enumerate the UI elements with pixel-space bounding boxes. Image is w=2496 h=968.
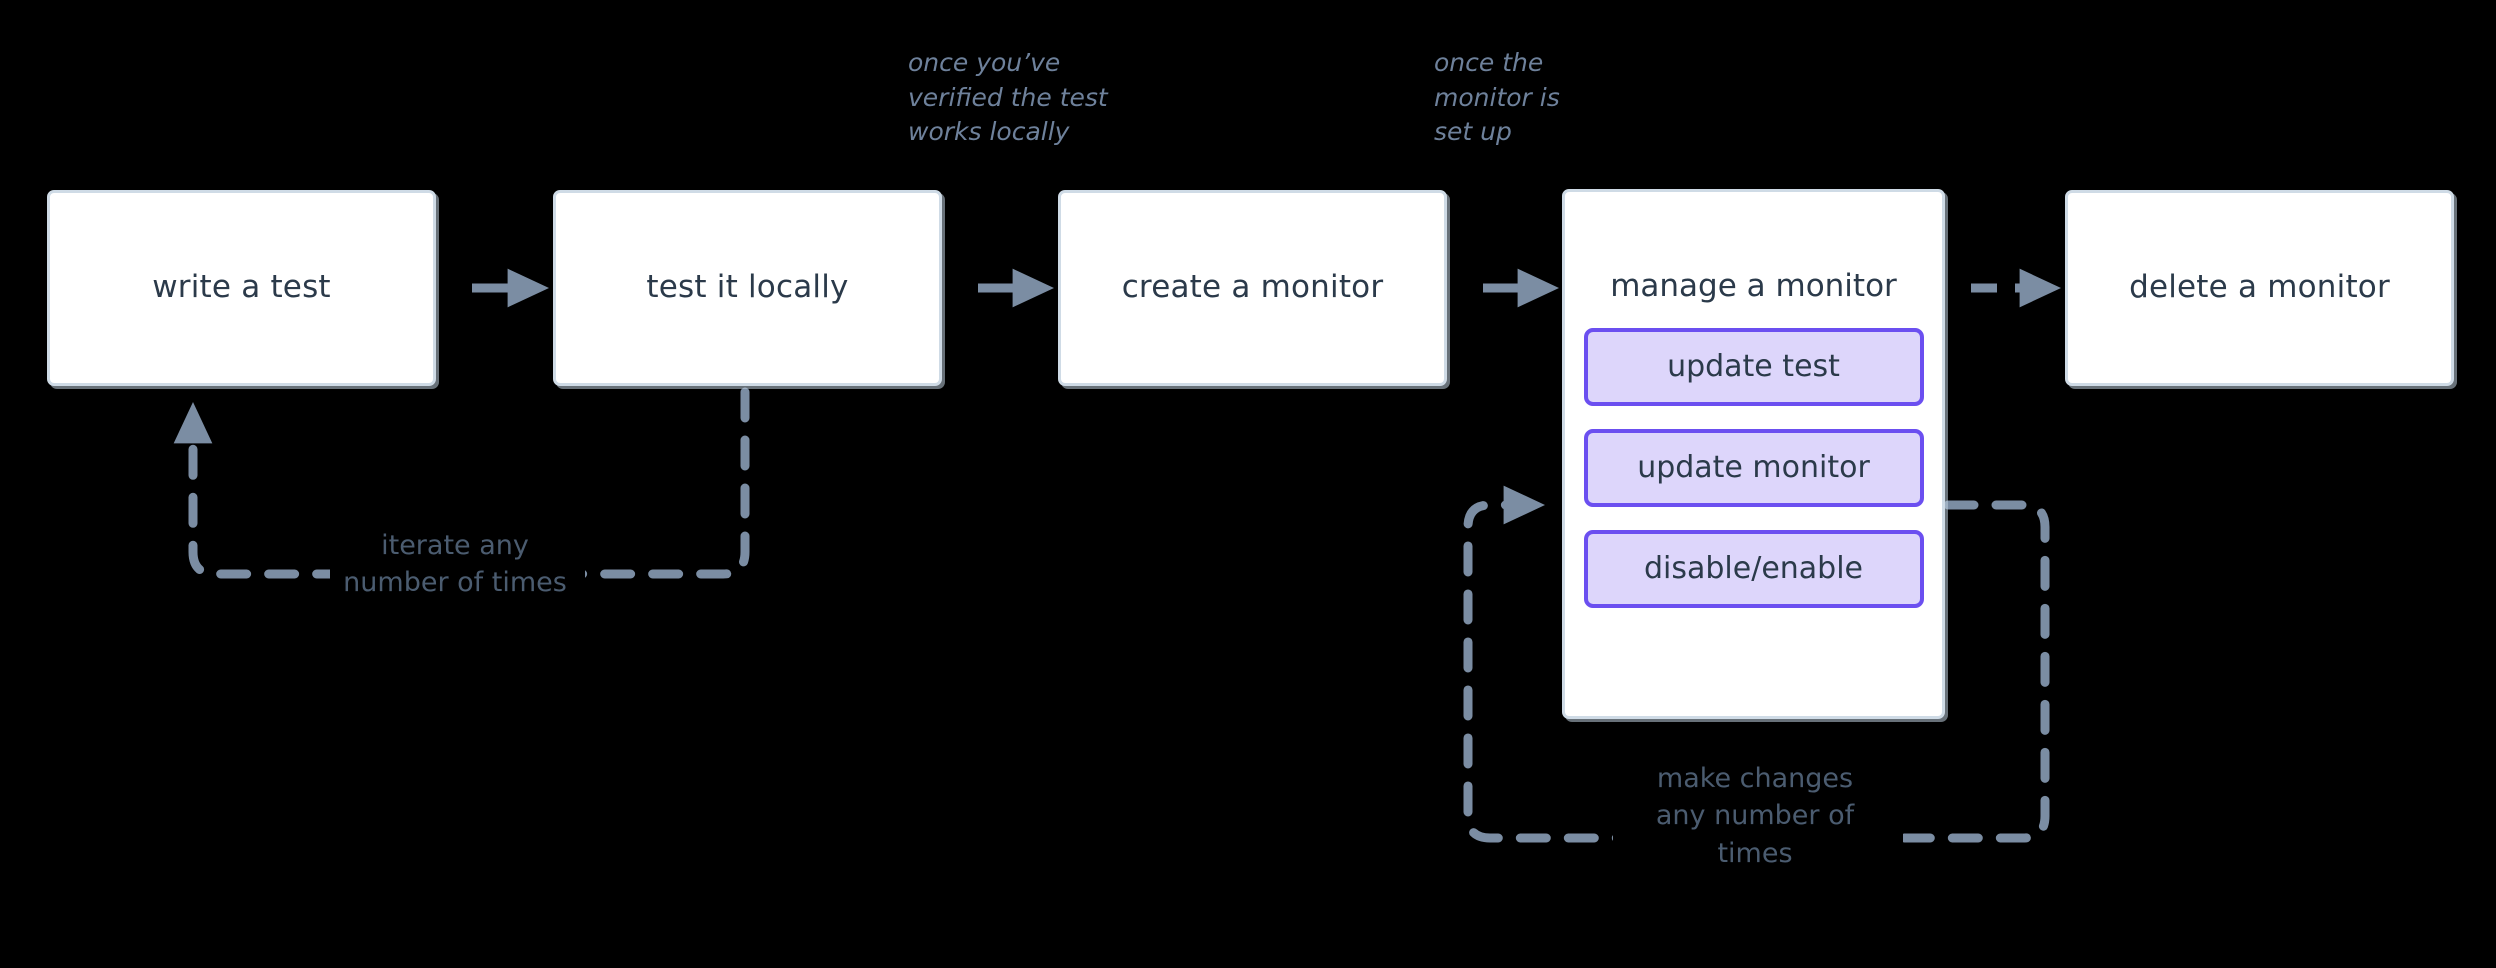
node-create-a-monitor[interactable]: create a monitor bbox=[1058, 190, 1447, 386]
loop-label-iterate: iterate any number of times bbox=[343, 530, 567, 599]
node-delete-a-monitor[interactable]: delete a monitor bbox=[2065, 190, 2454, 386]
action-label: update test bbox=[1667, 349, 1840, 385]
node-label: write a test bbox=[152, 269, 331, 306]
action-label: disable/enable bbox=[1643, 551, 1864, 587]
action-label: update monitor bbox=[1637, 450, 1870, 486]
node-label: delete a monitor bbox=[2129, 269, 2390, 306]
iterate-label-backing bbox=[330, 556, 585, 590]
note-monitor-set-up: once the monitor is set up bbox=[1434, 48, 1560, 146]
node-label: test it locally bbox=[646, 269, 849, 306]
loop-label-make-changes: make changes any number of times bbox=[1655, 763, 1855, 869]
action-disable-enable[interactable]: disable/enable bbox=[1583, 530, 1924, 609]
make-changes-label-backing bbox=[1613, 828, 1903, 864]
note-verified-locally: once you’ve verified the test works loca… bbox=[908, 48, 1108, 146]
node-label: create a monitor bbox=[1121, 269, 1384, 306]
node-test-it-locally[interactable]: test it locally bbox=[553, 190, 942, 386]
action-update-test[interactable]: update test bbox=[1583, 328, 1924, 407]
node-write-a-test[interactable]: write a test bbox=[47, 190, 436, 386]
action-update-monitor[interactable]: update monitor bbox=[1583, 429, 1924, 508]
panel-title: manage a monitor bbox=[1610, 268, 1897, 304]
node-manage-a-monitor[interactable]: manage a monitor update test update moni… bbox=[1562, 189, 1945, 719]
